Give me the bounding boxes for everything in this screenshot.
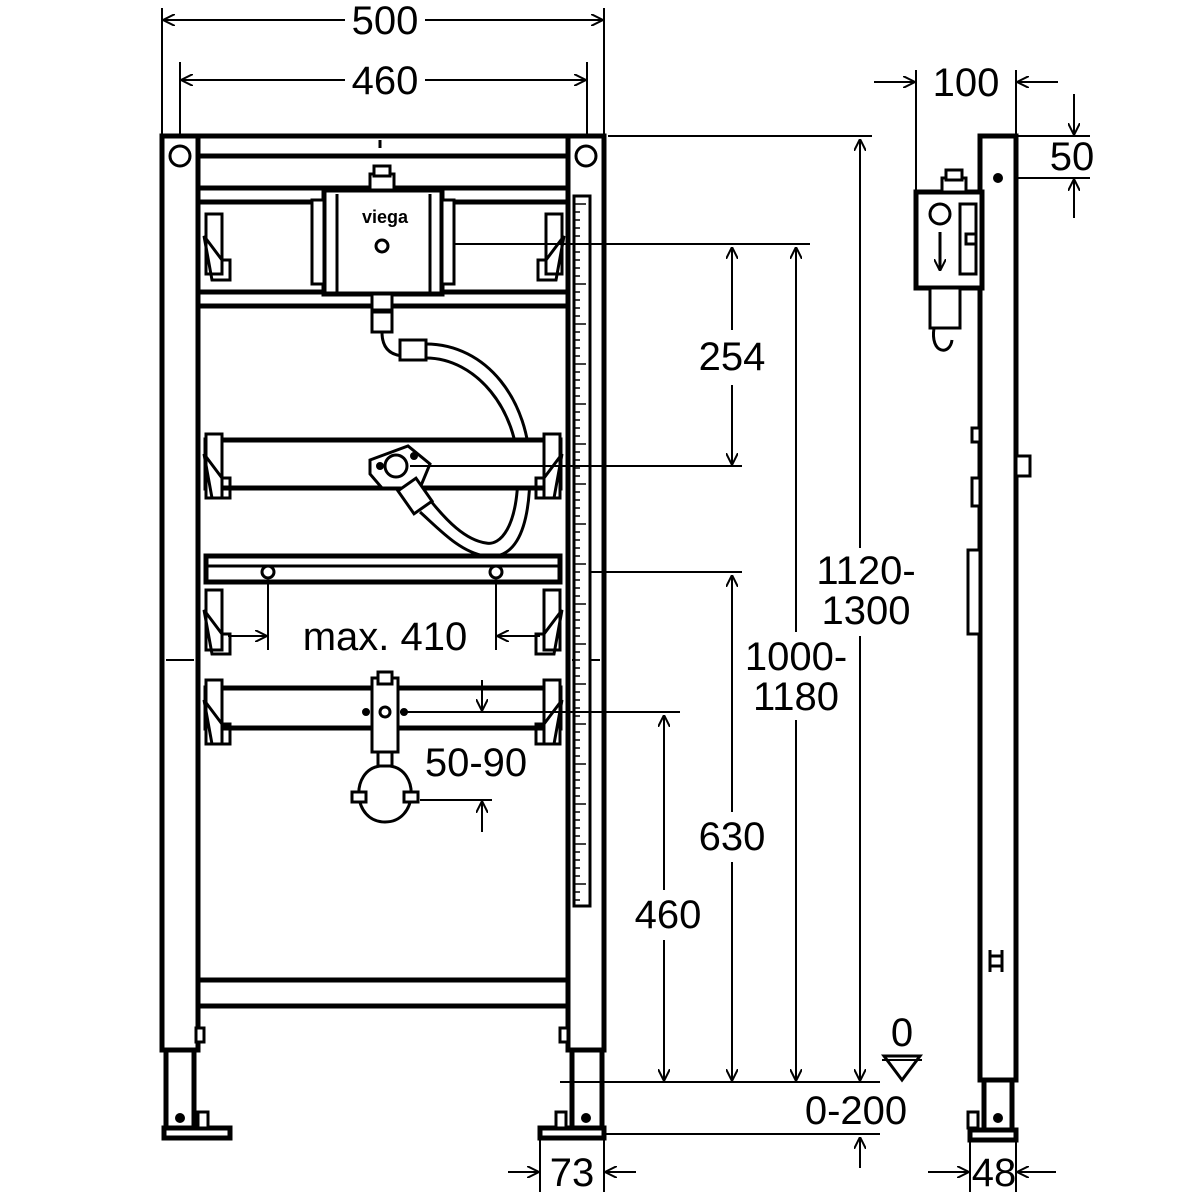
front-view: 500 460: [159, 0, 923, 1195]
dim-label-max-410: max. 410: [303, 615, 468, 659]
flush-valve-box: viega: [310, 164, 456, 312]
dim-label-0-200: 0-200: [805, 1089, 907, 1133]
dim-label-1120: 1120-: [816, 549, 915, 593]
rail-mounting: [202, 553, 564, 656]
dimension-max-410: max. 410: [228, 580, 540, 659]
dimension-73: 73: [508, 1138, 636, 1195]
side-foot: [981, 1077, 1015, 1135]
dim-label-500: 500: [352, 0, 419, 43]
dim-label-48: 48: [972, 1151, 1017, 1195]
dim-label-1300: 1300: [822, 589, 911, 633]
dim-label-50-90: 50-90: [425, 741, 527, 785]
side-valve-box: [913, 168, 985, 352]
dimension-50-side: 50: [1004, 94, 1094, 218]
dim-label-73: 73: [550, 1151, 595, 1195]
dimension-460-vertical: 460: [635, 716, 702, 1080]
floor-level-marker: 0: [881, 1011, 923, 1083]
brand-logo: viega: [362, 207, 409, 227]
dim-label-1180: 1180: [753, 675, 839, 719]
dim-label-50-side: 50: [1050, 135, 1095, 179]
dim-label-460: 460: [352, 59, 419, 103]
dimension-100: 100: [874, 61, 1058, 105]
dimension-0-200: 0-200: [805, 1089, 907, 1168]
dim-label-460-vertical: 460: [635, 893, 702, 937]
dim-label-1000: 1000-: [745, 635, 847, 679]
rail-middle: [202, 432, 564, 516]
flush-hose: [370, 310, 532, 558]
dim-label-100: 100: [933, 61, 1000, 105]
dimension-1120-1300: 1120- 1300: [816, 140, 916, 1080]
dimension-50-90: 50-90: [420, 680, 527, 832]
dimension-1000-1180: 1000- 1180: [745, 248, 847, 1080]
side-post: [977, 133, 1019, 1083]
dimension-254: 254: [699, 248, 766, 464]
dimension-axis-width: 460: [182, 59, 585, 103]
bottom-rail: [195, 977, 571, 1009]
dimension-overall-width: 500: [164, 0, 602, 43]
dimension-48: 48: [928, 1140, 1056, 1195]
dim-label-630: 630: [699, 815, 766, 859]
height-scale: [572, 194, 592, 908]
dim-label-254: 254: [699, 335, 766, 379]
side-view: 100 50: [874, 61, 1094, 1195]
dimension-630: 630: [699, 576, 766, 1080]
left-post: [159, 133, 233, 1141]
dim-label-floor-0: 0: [891, 1011, 913, 1055]
